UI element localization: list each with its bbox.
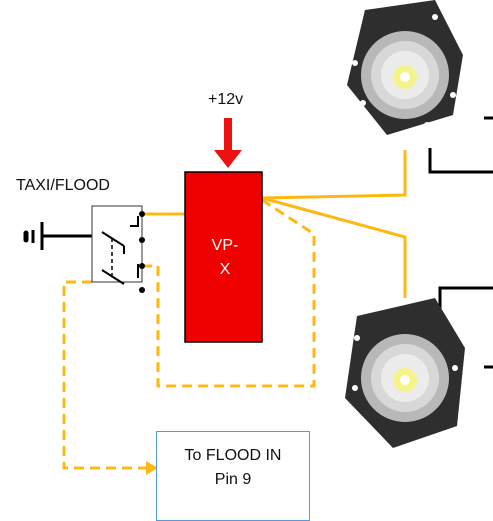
led-lamp-icon	[347, 0, 463, 135]
wire-to-upper-lamp	[261, 150, 407, 200]
supply-label: +12v	[208, 91, 244, 108]
module-label-line1: VP-	[211, 237, 239, 254]
output-wires	[142, 150, 407, 298]
led-lamp-icon	[345, 298, 465, 448]
lamp-ground-wires	[428, 116, 493, 369]
switch-icon	[91, 205, 145, 293]
wire-to-flood-in	[62, 280, 146, 470]
switch-title: TAXI/FLOOD	[16, 177, 110, 194]
vpx-module	[184, 171, 263, 343]
flood-in-box: To FLOOD IN Pin 9	[156, 431, 310, 521]
wiring-diagram: +12v TAXI/FLOOD VP- X To FLOOD IN Pin 9	[16, 0, 493, 521]
module-label: VP- X	[185, 234, 265, 282]
wire-to-lower-lamp	[261, 196, 407, 298]
dashed-wires	[62, 198, 316, 470]
arrow-down-icon	[214, 118, 242, 168]
wire-feedback-loop	[142, 198, 316, 388]
flood-box-line1: To FLOOD IN	[184, 447, 282, 464]
arrow-right-icon	[146, 461, 158, 475]
ground-icon	[23, 222, 94, 250]
flood-box-line2: Pin 9	[214, 471, 252, 488]
module-label-line2: X	[219, 261, 231, 278]
diagram-canvas	[23, 0, 493, 475]
